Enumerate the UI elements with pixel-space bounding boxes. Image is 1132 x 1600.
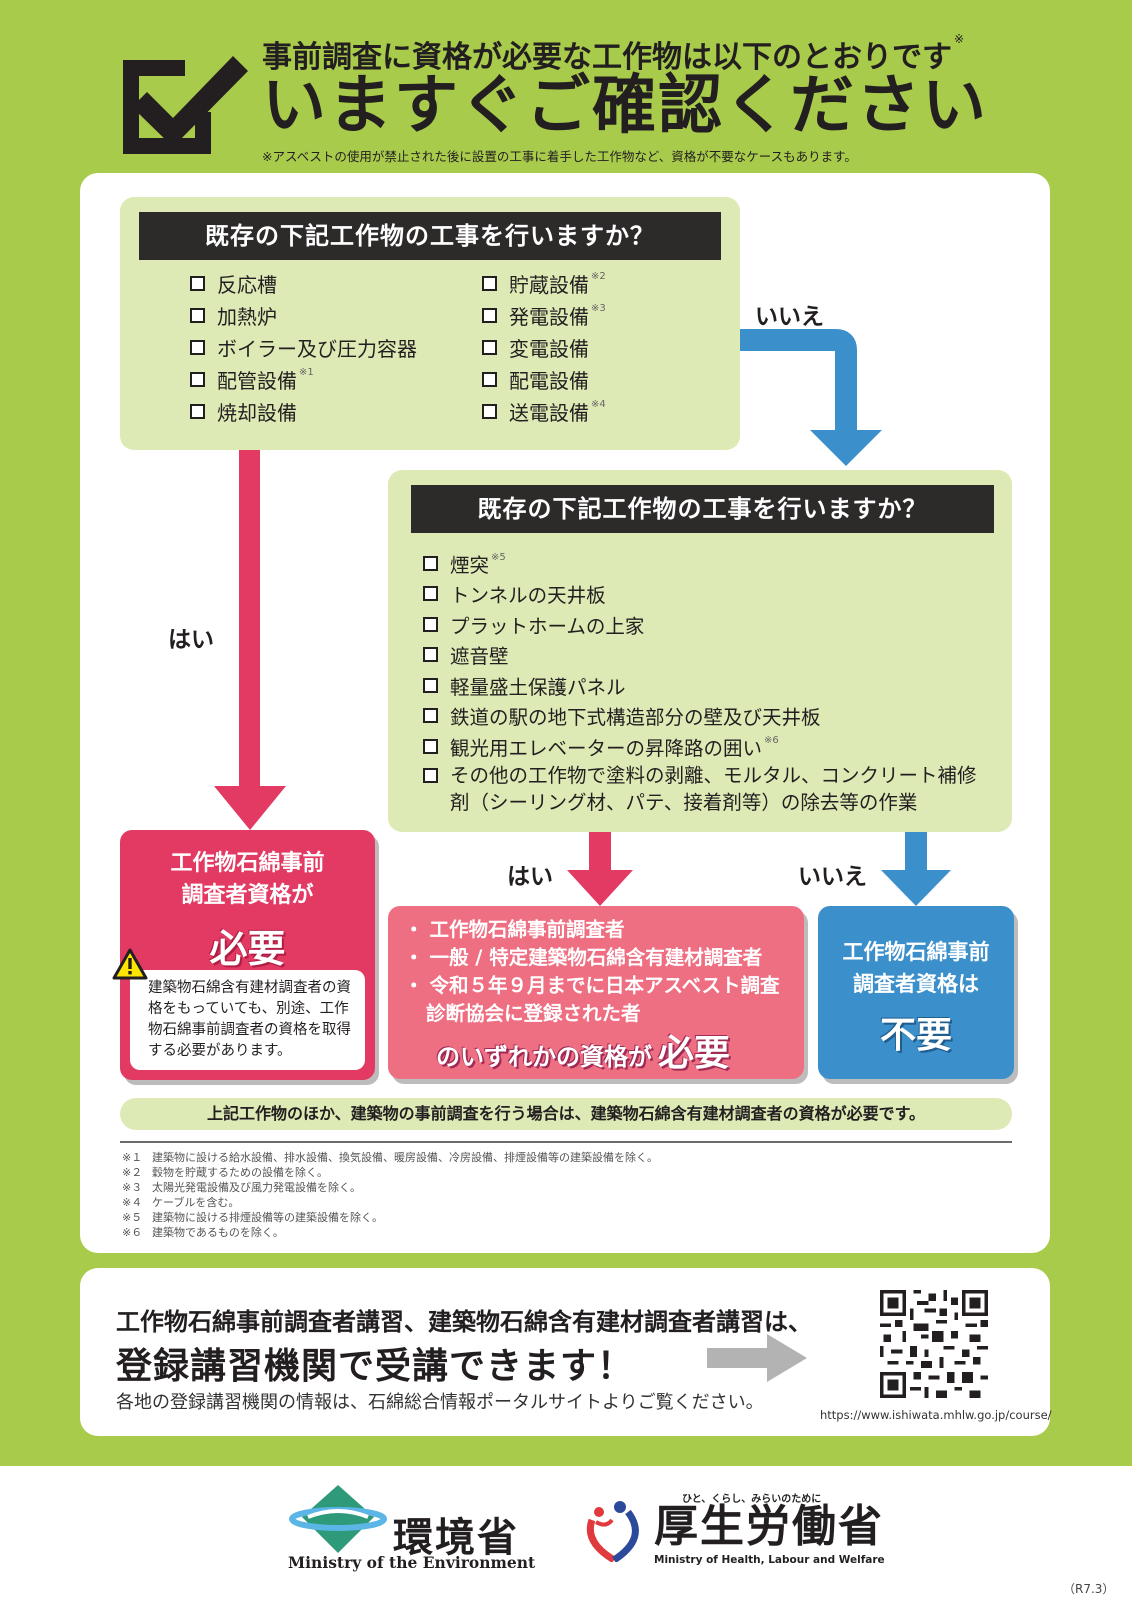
checkbox[interactable]: [482, 403, 497, 419]
course-headline: 登録講習機関で受講できます！: [116, 1346, 635, 1387]
ministry-of-environment-logo: 環境省 Ministry of the Environment: [288, 1483, 538, 1573]
qualification-item: ・工作物石綿事前調査者: [404, 918, 625, 941]
result-any-emphasis: のいずれかの資格が必要: [436, 1033, 731, 1074]
checklist-item[interactable]: 配管設備※1: [190, 363, 417, 395]
checkbox[interactable]: [423, 767, 438, 783]
course-description: 各地の登録講習機関の情報は、石綿総合情報ポータルサイトよりご覧ください。: [116, 1392, 764, 1413]
checklist-item[interactable]: ボイラー及び圧力容器: [190, 331, 417, 363]
divider: [120, 1141, 1012, 1143]
yes-arrow-icon-2: [567, 832, 633, 906]
question-1-list-left: 反応槽 加熱炉 ボイラー及び圧力容器 配管設備※1 焼却設備: [190, 267, 417, 427]
result-required-text: 工作物石綿事前調査者資格が: [170, 851, 325, 908]
checklist-item[interactable]: 貯蔵設備※2: [482, 267, 606, 299]
no-arrow-icon-2: [881, 832, 951, 906]
question-1-box: 既存の下記工作物の工事を行いますか？ 反応槽 加熱炉 ボイラー及び圧力容器 配管…: [120, 197, 740, 450]
checkbox[interactable]: [423, 616, 438, 632]
checklist-item[interactable]: プラットホームの上家: [423, 609, 983, 640]
warning-icon: [112, 948, 148, 980]
result-not-required-box: 工作物石綿事前調査者資格は 不要: [818, 906, 1014, 1079]
checkbox[interactable]: [190, 275, 205, 291]
checklist-item[interactable]: その他の工作物で塗料の剥離、モルタル、コンクリート補修剤（シーリング材、パテ、接…: [423, 762, 983, 816]
qr-code-icon[interactable]: [880, 1290, 988, 1398]
arrow-right-icon: [707, 1334, 807, 1382]
yes-arrow-icon: [214, 450, 286, 830]
checklist-item[interactable]: 鉄道の駅の地下式構造部分の壁及び天井板: [423, 701, 983, 732]
checklist-item[interactable]: 観光用エレベーターの昇降路の囲い※6: [423, 731, 983, 762]
yes-label-1: はい: [168, 627, 214, 653]
checklist-item[interactable]: 反応槽: [190, 267, 417, 299]
result-required-note: 建築物石綿含有建材調査者の資格をもっていても、別途、工作物石綿事前調査者の資格を…: [130, 970, 365, 1070]
checklist-item[interactable]: 加熱炉: [190, 299, 417, 331]
checkbox[interactable]: [423, 555, 438, 571]
qualification-item-cont: 診断協会に登録された者: [426, 1002, 641, 1025]
header-note: ※アスベストの使用が禁止された後に設置の工事に着手した工作物など、資格が不要なケ…: [262, 149, 857, 164]
checklist-item[interactable]: 煙突※5: [423, 548, 983, 579]
header-subtitle: 事前調査に資格が必要な工作物は以下のとおりです※: [262, 32, 965, 75]
question-1-title: 既存の下記工作物の工事を行いますか？: [139, 212, 721, 260]
checkbox[interactable]: [190, 307, 205, 323]
result-any-qualification-box: ・工作物石綿事前調査者 ・一般 / 特定建築物石綿含有建材調査者 ・令和５年９月…: [388, 906, 804, 1079]
checkbox[interactable]: [190, 339, 205, 355]
checkbox[interactable]: [482, 307, 497, 323]
question-1-list-right: 貯蔵設備※2 発電設備※3 変電設備 配電設備 送電設備※4: [482, 267, 606, 427]
checkbox[interactable]: [423, 677, 438, 693]
revision-label: （R7.3）: [1063, 1582, 1115, 1596]
no-label-2: いいえ: [798, 864, 867, 890]
checkbox[interactable]: [423, 708, 438, 724]
mhlw-logo: ひと、くらし、みらいのために 厚生労働省 Ministry of Health,…: [584, 1490, 885, 1570]
question-2-list: 煙突※5 トンネルの天井板 プラットホームの上家 遮音壁 軽量盛土保護パネル 鉄…: [423, 548, 983, 816]
checklist-item[interactable]: 配電設備: [482, 363, 606, 395]
checklist-item[interactable]: 軽量盛土保護パネル: [423, 670, 983, 701]
checkbox[interactable]: [423, 738, 438, 754]
checkbox-check-icon: [123, 56, 248, 154]
checkbox[interactable]: [482, 339, 497, 355]
building-survey-note: 上記工作物のほか、建築物の事前調査を行う場合は、建築物石綿含有建材調査者の資格が…: [120, 1098, 1012, 1130]
no-arrow-icon: [740, 329, 882, 466]
result-not-required-text: 工作物石綿事前調査者資格は: [842, 940, 990, 996]
flow-arrows: [214, 329, 951, 906]
mhlw-emblem-icon: [586, 1501, 639, 1562]
checklist-item[interactable]: 焼却設備: [190, 395, 417, 427]
question-2-box: 既存の下記工作物の工事を行いますか？ 煙突※5 トンネルの天井板 プラットホーム…: [388, 470, 1012, 832]
result-required-box: 工作物石綿事前調査者資格が 必要 建築物石綿含有建材調査者の資格をもっていても、…: [120, 830, 375, 1080]
checkbox[interactable]: [190, 403, 205, 419]
checkbox[interactable]: [423, 586, 438, 602]
yes-label-2: はい: [507, 864, 553, 890]
question-2-title: 既存の下記工作物の工事を行いますか？: [411, 485, 994, 533]
environment-ministry-emblem-icon: [289, 1485, 387, 1553]
checkbox[interactable]: [190, 371, 205, 387]
checkbox[interactable]: [482, 275, 497, 291]
checklist-item[interactable]: 変電設備: [482, 331, 606, 363]
checklist-item[interactable]: 発電設備※3: [482, 299, 606, 331]
checklist-item[interactable]: 送電設備※4: [482, 395, 606, 427]
checkbox[interactable]: [482, 371, 497, 387]
course-heading: 工作物石綿事前調査者講習、建築物石綿含有建材調査者講習は、: [116, 1308, 812, 1336]
qualification-item: ・令和５年９月までに日本アスベスト調査: [404, 974, 780, 997]
header-title: いますぐご確認ください: [262, 69, 988, 143]
qualification-item: ・一般 / 特定建築物石綿含有建材調査者: [404, 946, 763, 969]
checkbox[interactable]: [423, 647, 438, 663]
qualification-list: ・工作物石綿事前調査者 ・一般 / 特定建築物石綿含有建材調査者 ・令和５年９月…: [404, 916, 780, 1028]
checklist-item[interactable]: 遮音壁: [423, 640, 983, 671]
result-required-emphasis: 必要: [209, 927, 286, 971]
no-label-1: いいえ: [755, 304, 824, 330]
course-url-link[interactable]: https://www.ishiwata.mhlw.go.jp/course/: [820, 1408, 1052, 1422]
checklist-item[interactable]: トンネルの天井板: [423, 579, 983, 610]
result-not-required-emphasis: 不要: [879, 1015, 952, 1056]
